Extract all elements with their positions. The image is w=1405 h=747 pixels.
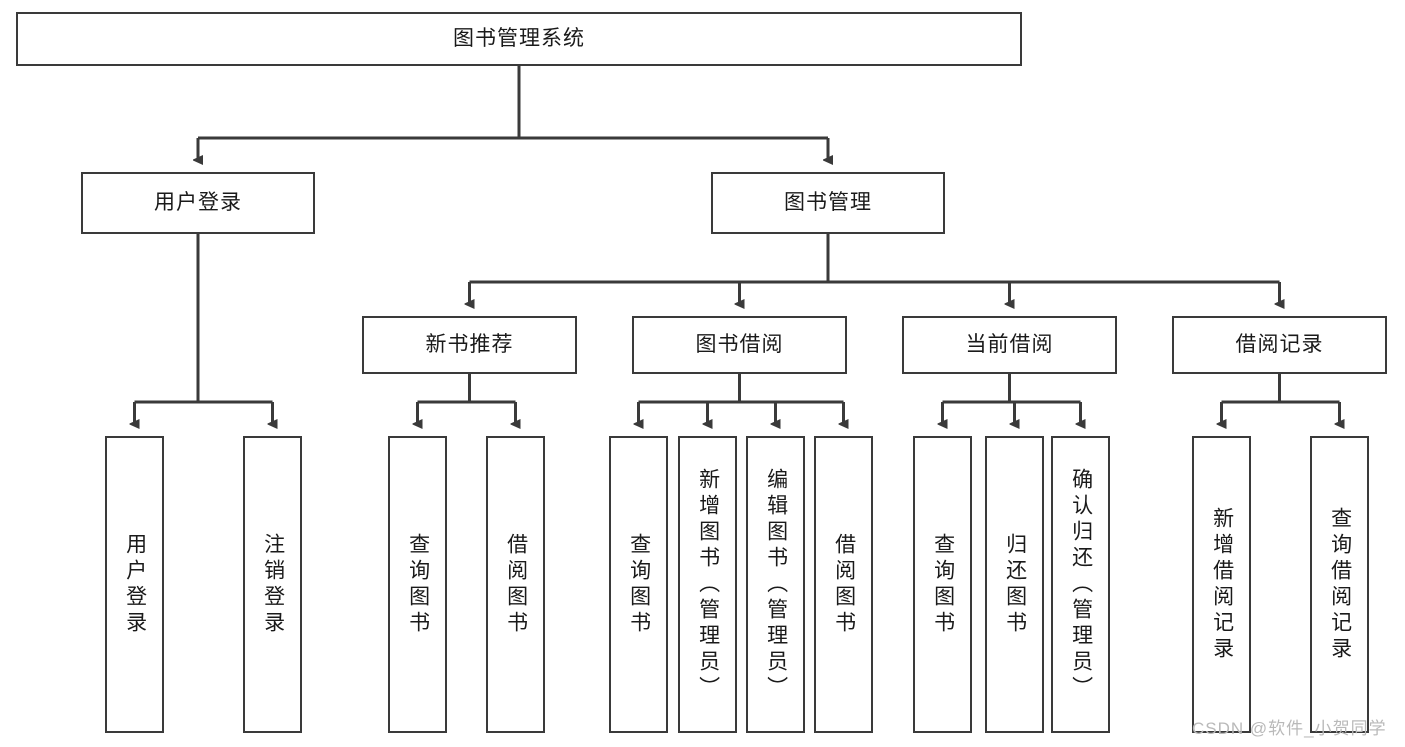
node-label: 图书管理 bbox=[784, 191, 872, 215]
leaf-return-book[interactable]: 归还图书 bbox=[985, 436, 1044, 733]
leaf-query-borrow-record[interactable]: 查询借阅记录 bbox=[1310, 436, 1369, 733]
leaf-add-borrow-record[interactable]: 新增借阅记录 bbox=[1192, 436, 1251, 733]
node-current-borrow[interactable]: 当前借阅 bbox=[902, 316, 1117, 374]
node-new-book-recommend[interactable]: 新书推荐 bbox=[362, 316, 577, 374]
node-label: 编辑图书（管理员） bbox=[764, 467, 788, 702]
node-root[interactable]: 图书管理系统 bbox=[16, 12, 1022, 66]
node-label: 查询借阅记录 bbox=[1328, 506, 1352, 663]
node-label: 当前借阅 bbox=[965, 333, 1054, 357]
node-label: 图书借阅 bbox=[695, 333, 784, 357]
node-label: 注销登录 bbox=[261, 532, 285, 637]
node-label: 查询图书 bbox=[406, 532, 430, 637]
watermark: CSDN @软件_小贺同学 bbox=[1192, 719, 1387, 738]
leaf-confirm-return-admin[interactable]: 确认归还（管理员） bbox=[1051, 436, 1110, 733]
node-user-login[interactable]: 用户登录 bbox=[81, 172, 315, 234]
node-label: 借阅记录 bbox=[1235, 333, 1324, 357]
node-label: 新书推荐 bbox=[425, 333, 514, 357]
node-label: 借阅图书 bbox=[504, 532, 528, 637]
node-label: 用户登录 bbox=[154, 191, 242, 215]
node-label: 归还图书 bbox=[1003, 532, 1027, 637]
node-label: 查询图书 bbox=[627, 532, 651, 637]
node-borrow-record[interactable]: 借阅记录 bbox=[1172, 316, 1387, 374]
node-label: 新增图书（管理员） bbox=[696, 467, 720, 702]
leaf-query-book-current[interactable]: 查询图书 bbox=[913, 436, 972, 733]
leaf-add-book-admin[interactable]: 新增图书（管理员） bbox=[678, 436, 737, 733]
leaf-user-login[interactable]: 用户登录 bbox=[105, 436, 164, 733]
leaf-query-book-recommend[interactable]: 查询图书 bbox=[388, 436, 447, 733]
node-label: 借阅图书 bbox=[832, 532, 856, 637]
leaf-borrow-book[interactable]: 借阅图书 bbox=[814, 436, 873, 733]
node-book-borrow[interactable]: 图书借阅 bbox=[632, 316, 847, 374]
node-label: 用户登录 bbox=[123, 532, 147, 637]
leaf-edit-book-admin[interactable]: 编辑图书（管理员） bbox=[746, 436, 805, 733]
leaf-query-book-borrow[interactable]: 查询图书 bbox=[609, 436, 668, 733]
node-book-management[interactable]: 图书管理 bbox=[711, 172, 945, 234]
leaf-borrow-book-recommend[interactable]: 借阅图书 bbox=[486, 436, 545, 733]
node-label: 确认归还（管理员） bbox=[1069, 467, 1093, 702]
node-label: 图书管理系统 bbox=[453, 27, 585, 51]
node-label: 新增借阅记录 bbox=[1210, 506, 1234, 663]
leaf-logout[interactable]: 注销登录 bbox=[243, 436, 302, 733]
node-label: 查询图书 bbox=[931, 532, 955, 637]
